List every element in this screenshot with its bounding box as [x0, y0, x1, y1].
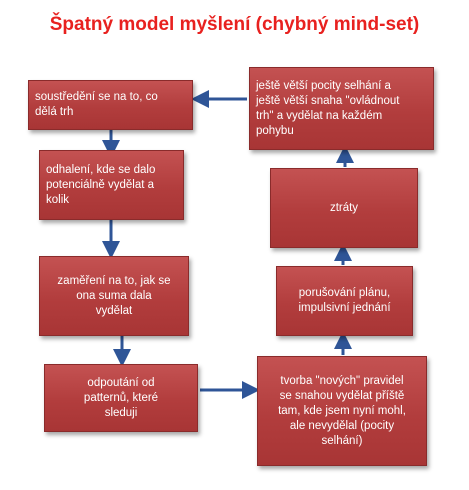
- box-how-to-earn-text: zaměření na to, jak se ona suma dala vyd…: [57, 274, 171, 317]
- box-new-rules-text: tvorba "nových" pravidel se snahou vyděl…: [278, 374, 406, 447]
- box-losses: ztráty: [270, 168, 418, 248]
- box-new-rules: tvorba "nových" pravidel se snahou vyděl…: [257, 356, 427, 466]
- box-more-failure-text: ještě větší pocity selhání a ještě větší…: [256, 79, 400, 137]
- box-losses-text: ztráty: [329, 201, 359, 214]
- box-potential-profit: odhalení, kde se dalo potenciálně vyděla…: [39, 150, 184, 220]
- box-how-to-earn: zaměření na to, jak se ona suma dala vyd…: [39, 256, 189, 336]
- box-more-failure: ještě větší pocity selhání a ještě větší…: [249, 67, 434, 150]
- diagram-title: Špatný model myšlení (chybný mind-set): [49, 14, 420, 35]
- box-potential-profit-text: odhalení, kde se dalo potenciálně vyděla…: [46, 163, 156, 206]
- box-focus-on-market-text: soustředění se na to, co dělá trh: [35, 91, 158, 118]
- box-detach-patterns-text: odpoutání od patternů, které sleduji: [83, 376, 159, 419]
- box-focus-on-market: soustředění se na to, co dělá trh: [28, 80, 193, 130]
- box-plan-breaking: porušování plánu, impulsivní jednání: [276, 266, 413, 336]
- box-detach-patterns: odpoutání od patternů, které sleduji: [44, 364, 198, 432]
- box-plan-breaking-text: porušování plánu, impulsivní jednání: [298, 287, 391, 314]
